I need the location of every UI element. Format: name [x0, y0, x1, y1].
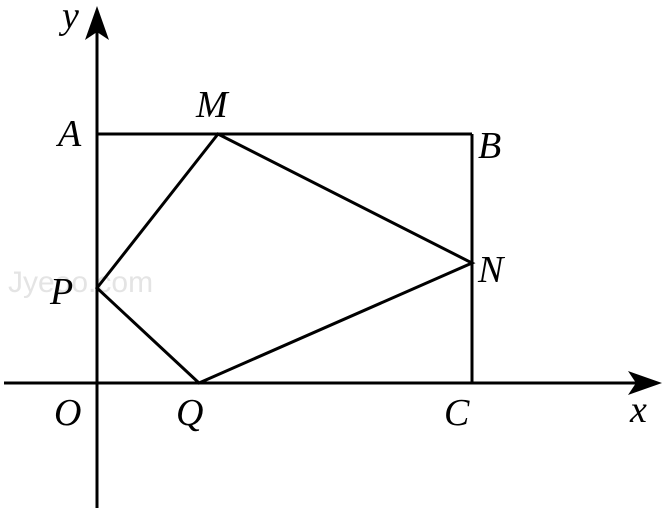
y-axis-arrow [85, 6, 109, 40]
x-axis-arrow [628, 371, 662, 395]
point-label-M: M [195, 84, 230, 126]
point-label-P: P [49, 271, 73, 313]
point-label-Q: Q [176, 392, 203, 434]
quadrilateral-PMNQ [94, 132, 476, 385]
point-label-N: N [477, 249, 506, 291]
x-axis-label: x [629, 389, 647, 431]
point-label-B: B [478, 125, 501, 167]
point-label-O: O [54, 392, 81, 434]
watermark: Jyeoo.com [8, 266, 153, 299]
point-label-C: C [444, 392, 470, 434]
y-axis-label: y [58, 0, 79, 37]
point-label-A: A [55, 113, 82, 155]
